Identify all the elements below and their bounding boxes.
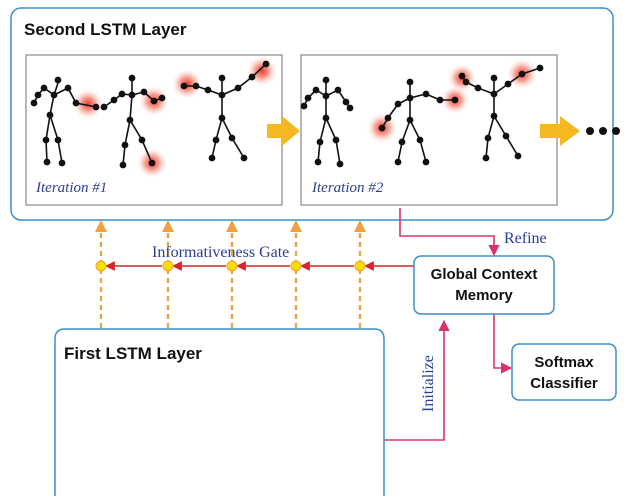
refine-arrow bbox=[399, 208, 500, 257]
softmax-classifier-box bbox=[511, 343, 617, 401]
global-context-memory-box bbox=[413, 255, 555, 315]
skeleton-figure bbox=[30, 76, 100, 167]
iteration-2-label: Iteration #2 bbox=[312, 180, 384, 196]
second-layer-title: Second LSTM Layer bbox=[24, 20, 187, 39]
global-context-line1: Global Context bbox=[430, 266, 538, 283]
continue-arrow bbox=[540, 116, 580, 146]
gate-dots bbox=[95, 260, 366, 272]
softmax-arrow bbox=[493, 312, 513, 374]
gate-arrowheads bbox=[95, 220, 366, 232]
global-context-line2: Memory bbox=[455, 287, 513, 304]
informativeness-gate-label: Informativeness Gate bbox=[152, 244, 290, 261]
first-layer-title: First LSTM Layer bbox=[64, 344, 202, 363]
initialize-arrow bbox=[384, 319, 450, 441]
gate-connections bbox=[99, 232, 362, 328]
global-context-memory-label: Global Context Memory bbox=[414, 264, 554, 306]
skeleton-figure bbox=[378, 78, 459, 166]
iteration-1-label: Iteration #1 bbox=[36, 180, 108, 196]
softmax-line2: Classifier bbox=[530, 375, 598, 392]
ellipsis-dots bbox=[586, 127, 620, 135]
first-lstm-layer-box bbox=[54, 328, 385, 496]
iteration-1-panel bbox=[25, 54, 283, 206]
next-iteration-arrow bbox=[267, 116, 300, 146]
softmax-classifier-label: Softmax Classifier bbox=[512, 352, 616, 394]
softmax-line1: Softmax bbox=[534, 354, 594, 371]
skeleton-figure bbox=[180, 60, 270, 162]
skeleton-figure bbox=[300, 76, 354, 168]
initialize-label: Initialize bbox=[420, 355, 437, 412]
skeleton-figure bbox=[100, 74, 166, 169]
refine-label: Refine bbox=[504, 230, 547, 247]
skeleton-figure bbox=[458, 64, 544, 162]
